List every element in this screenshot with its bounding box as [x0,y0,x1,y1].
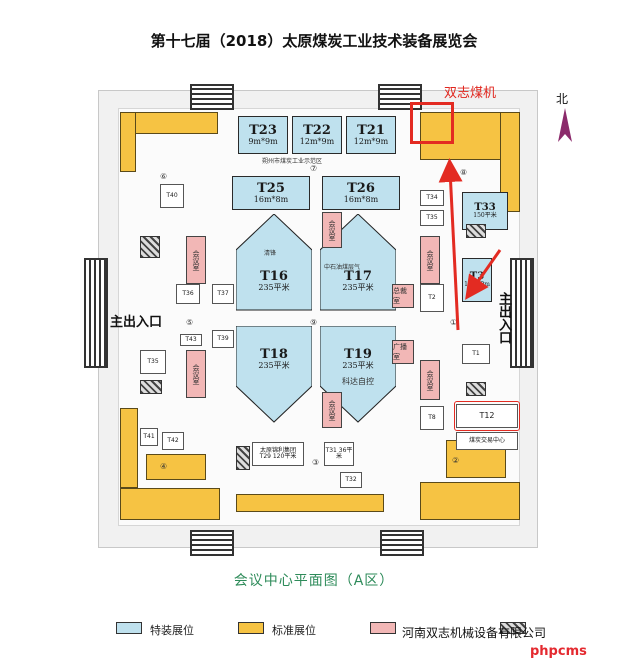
booth-t12[interactable]: T12 [456,404,518,428]
legend-swatch-meeting [370,622,396,634]
stairs-bottom-right [380,530,424,556]
keda-label: 科达自控 [342,377,374,386]
booth-t1[interactable]: T1 [462,344,490,364]
standard-booths-bottom-mid [236,494,384,512]
booth-t40[interactable]: T40 [160,184,184,208]
booth-t39[interactable]: T39 [212,330,234,348]
area-7: ⑦ [310,164,318,173]
area-9: ⑨ [310,318,318,327]
area-1: ① [450,318,458,327]
legend-swatch-special [116,622,142,634]
area-8: ⑧ [460,168,468,177]
service-area-right-top [466,224,486,238]
meeting-room-right-top: 会议室 [420,236,440,284]
area-3: ③ [312,458,320,467]
manager-room: 总裁室 [392,284,414,308]
service-area-left-bottom [140,380,162,394]
standard-booths-bottom-right [420,482,520,520]
service-area-right-bottom [466,382,486,396]
map-title: 第十七届（2018）太原煤炭工业技术装备展览会 [150,32,478,50]
standard-booths-left-col-bottom [120,408,138,488]
booth-t18[interactable] [236,326,312,424]
north-label: 北 [556,92,569,106]
meeting-room-right-bottom: 会议室 [420,360,440,400]
demo-zone-label: 朔州市煤炭工业示范区 [262,158,323,165]
legend-label-special: 特装展位 [150,624,194,637]
highlight-box [410,102,454,144]
north-arrow-icon [558,108,572,142]
booth-t37[interactable]: T37 [212,284,234,304]
service-area-bottom-mid [236,446,250,470]
booth-t42[interactable]: T42 [162,432,184,450]
booth-t35-left[interactable]: T35 [140,350,166,374]
area-6: ⑥ [160,172,168,181]
plan-caption: 会议中心平面图（A区） [233,573,395,589]
service-area-left-top [140,236,160,258]
meeting-room-top-mid: 会议室 [322,212,342,248]
meeting-room-left-top: 会议室 [186,236,206,284]
meeting-room-left-bottom: 会议室 [186,350,206,398]
main-entrance-left: 主出入口 [110,315,163,330]
area-4: ④ [160,462,168,471]
stairs-bottom-left [190,530,234,556]
standard-booths-left-col-top [120,112,136,172]
booth-t2[interactable]: T2 [420,284,444,312]
watermark-text: 河南双志机械设备有限公司 [402,626,547,640]
legend-label-standard: 标准展位 [272,624,316,637]
t12-highlight-box [454,401,520,431]
standard-booths-right-col-top [500,112,520,212]
booth-t35-right[interactable]: T35 [420,210,444,226]
booth-t41[interactable]: T41 [140,428,158,446]
booth-t16[interactable] [236,214,312,312]
legend-swatch-standard [238,622,264,634]
booth-t32[interactable]: T32 [340,472,362,488]
standard-booths-bottom-left-inner [146,454,206,480]
site-mark: phpcms [530,644,587,659]
stairs-left [84,258,108,368]
area-2: ② [452,456,460,465]
broadcast-room: 广播室 [392,340,414,364]
booth-t43[interactable]: T43 [180,334,202,346]
booth-t8[interactable]: T8 [420,406,444,430]
meeting-room-bottom-mid: 会议室 [322,392,342,428]
zhongshi-label: 中石油煤层气 [324,264,361,271]
stairs-right [510,258,534,368]
route-arrow-icon [438,158,502,331]
booth-t31[interactable]: T31 36平米 [324,442,354,466]
stairs-top-right [378,84,422,110]
area-5: ⑤ [186,318,194,327]
booth-t36[interactable]: T36 [176,284,200,304]
coal-exchange[interactable]: 煤炭交易中心 [456,432,518,450]
highlight-label: 双志煤机 [444,86,497,101]
stairs-top-left [190,84,234,110]
legend-swatch-stairs [500,622,526,634]
main-entrance-right: 主出入口 [496,292,511,344]
qingfeng-label: 清锋 [264,250,277,257]
booth-t34[interactable]: T34 [420,190,444,206]
standard-booths-bottom-left [120,488,220,520]
